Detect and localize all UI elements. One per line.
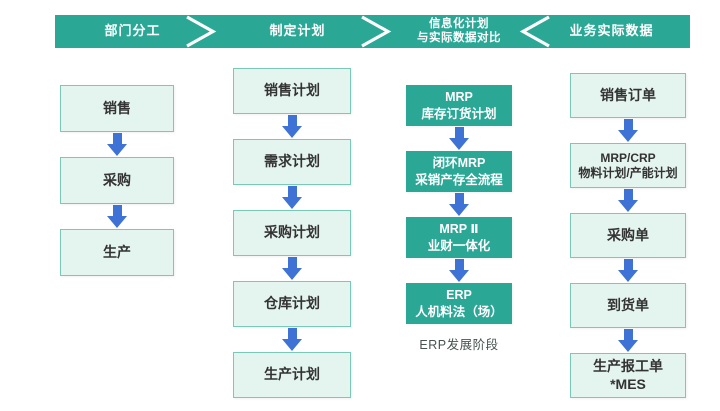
down-arrow-icon — [282, 328, 302, 351]
banner-segment-planning: 制定计划 — [210, 15, 385, 48]
flow-box-purchasing: 采购 — [60, 157, 174, 204]
box-label-line1: 生产报工单 — [593, 358, 663, 374]
box-label: 仓库计划 — [264, 295, 320, 312]
chevron-right-icon — [361, 15, 392, 48]
flow-box-purchase-plan: 采购计划 — [233, 210, 351, 256]
flow-box-mrp: MRP 库存订货计划 — [406, 85, 512, 126]
banner-segment-departments: 部门分工 — [55, 15, 210, 48]
flow-box-arrival-note: 到货单 — [570, 283, 686, 328]
banner-label: 业务实际数据 — [569, 23, 654, 39]
box-label-line1: MRP/CRP — [600, 150, 656, 165]
down-arrow-icon — [282, 257, 302, 280]
column-departments: 销售 采购 生产 — [60, 85, 174, 276]
banner-label-line1: 信息化计划 — [429, 18, 489, 31]
flow-box-sales-plan: 销售计划 — [233, 68, 351, 114]
banner-label: 制定计划 — [269, 23, 326, 39]
box-label: 采购 — [103, 171, 131, 188]
box-label: 采购计划 — [264, 224, 320, 241]
header-banner: 部门分工 制定计划 信息化计划 与实际数据对比 业务实际数据 — [55, 15, 690, 48]
chevron-right-icon — [186, 15, 217, 48]
box-label-line2: 业财一体化 — [427, 238, 491, 253]
down-arrow-icon — [449, 193, 469, 216]
column-it-stages: MRP 库存订货计划 闭环MRP 采销产存全流程 MRP Ⅱ 业财一体化 ERP… — [406, 85, 512, 324]
banner-label-line2: 与实际数据对比 — [417, 31, 501, 44]
box-label: 销售计划 — [264, 82, 320, 99]
box-label-line2: 人机料法（场） — [415, 304, 503, 319]
down-arrow-icon — [618, 259, 638, 282]
down-arrow-icon — [449, 259, 469, 282]
flow-box-mrp2: MRP Ⅱ 业财一体化 — [406, 217, 512, 258]
box-label-line2: 采销产存全流程 — [415, 172, 503, 187]
flow-box-sales: 销售 — [60, 85, 174, 132]
box-label: 需求计划 — [264, 153, 320, 170]
box-label-line1: MRP — [445, 89, 473, 104]
box-label: 生产 — [103, 243, 131, 260]
down-arrow-icon — [107, 205, 127, 228]
flow-box-production-plan: 生产计划 — [233, 352, 351, 398]
banner-segment-it-plan-vs-actual: 信息化计划 与实际数据对比 — [385, 15, 533, 48]
erp-stage-caption: ERP发展阶段 — [419, 338, 499, 352]
box-label-line1: 闭环MRP — [432, 155, 486, 170]
flow-box-demand-plan: 需求计划 — [233, 139, 351, 185]
box-label-line1: MRP Ⅱ — [439, 221, 479, 236]
banner-segment-actual-data: 业务实际数据 — [533, 15, 690, 48]
box-label: 生产计划 — [264, 366, 320, 383]
down-arrow-icon — [449, 127, 469, 150]
flow-box-sales-order: 销售订单 — [570, 73, 686, 118]
flow-box-warehouse-plan: 仓库计划 — [233, 281, 351, 327]
box-label: 销售 — [103, 99, 131, 116]
down-arrow-icon — [107, 133, 127, 156]
down-arrow-icon — [618, 329, 638, 352]
banner-label: 部门分工 — [104, 23, 161, 39]
down-arrow-icon — [618, 119, 638, 142]
flow-box-mrp-crp: MRP/CRP 物料计划/产能计划 — [570, 143, 686, 188]
column-actual-data: 销售订单 MRP/CRP 物料计划/产能计划 采购单 到货单 生产报工单 *ME… — [570, 73, 686, 398]
flow-box-purchase-order: 采购单 — [570, 213, 686, 258]
box-label-line2: *MES — [610, 375, 646, 392]
down-arrow-icon — [282, 186, 302, 209]
box-label: 销售订单 — [600, 86, 656, 103]
box-label-line1: ERP — [446, 287, 472, 302]
down-arrow-icon — [618, 189, 638, 212]
box-label: 采购单 — [607, 226, 649, 243]
box-label-line2: 物料计划/产能计划 — [578, 165, 678, 180]
flow-box-erp: ERP 人机料法（场） — [406, 283, 512, 324]
flow-box-production: 生产 — [60, 229, 174, 276]
flow-box-production-report-mes: 生产报工单 *MES — [570, 353, 686, 398]
flow-box-closed-loop-mrp: 闭环MRP 采销产存全流程 — [406, 151, 512, 192]
column-plans: 销售计划 需求计划 采购计划 仓库计划 生产计划 — [233, 68, 351, 398]
box-label: 到货单 — [607, 296, 649, 313]
down-arrow-icon — [282, 115, 302, 138]
chevron-left-icon — [519, 15, 550, 48]
box-label-line2: 库存订货计划 — [421, 106, 497, 121]
